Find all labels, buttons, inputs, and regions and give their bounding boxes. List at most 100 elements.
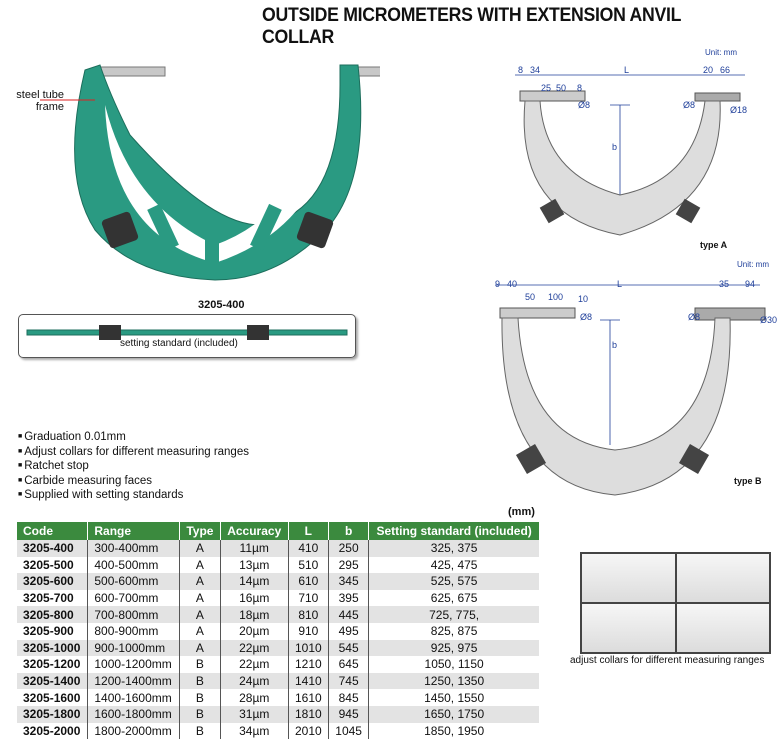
table-cell: 1850, 1950 bbox=[424, 723, 485, 738]
table-cell: 345 bbox=[328, 573, 370, 590]
table-cell: 325, 375 bbox=[368, 540, 539, 557]
table-cell: 14µm bbox=[220, 573, 289, 590]
table-cell: 645 bbox=[328, 656, 370, 673]
dim-label: 66 bbox=[720, 65, 731, 75]
table-cell: 500-600mm bbox=[87, 573, 181, 590]
dim-label: 35 bbox=[719, 279, 730, 289]
table-cell: 11µm bbox=[220, 540, 289, 557]
dim-label: 34 bbox=[530, 65, 541, 75]
table-cell: 3205-400 bbox=[17, 540, 89, 557]
table-cell: 825, 875 bbox=[430, 624, 478, 639]
table-cell: 295 bbox=[328, 556, 370, 574]
dim-label: 40 bbox=[507, 279, 518, 289]
table-cell: 725, 775, bbox=[368, 606, 539, 623]
dim-label: 9 bbox=[495, 279, 501, 289]
type-a-drawing bbox=[515, 74, 745, 236]
table-cell: 845 bbox=[328, 689, 370, 706]
table-cell: 3205-1800 bbox=[17, 705, 89, 723]
type-b-unit: Unit: mm bbox=[737, 260, 769, 269]
table-cell: 1200-1400mm bbox=[87, 672, 181, 690]
dim-label: 8 bbox=[518, 65, 524, 75]
micrometer-photo bbox=[40, 64, 380, 281]
table-cell: B bbox=[179, 722, 221, 740]
table-cell: 1400-1600mm bbox=[87, 689, 181, 706]
table-cell: 1010 bbox=[288, 639, 329, 657]
dim-label: Ø30 bbox=[760, 315, 778, 325]
table-cell: 1650, 1750 bbox=[368, 705, 539, 723]
table-cell: 425, 475 bbox=[430, 557, 478, 572]
table-cell: 925, 975 bbox=[368, 639, 539, 657]
column-header: Range bbox=[87, 522, 181, 540]
column-header: Code bbox=[17, 522, 89, 540]
type-b-drawing bbox=[495, 284, 766, 496]
column-header: Type bbox=[179, 522, 221, 540]
table-cell: 510 bbox=[288, 556, 329, 574]
dim-label: 50 bbox=[525, 292, 536, 302]
table-cell: 525, 575 bbox=[368, 573, 539, 590]
table-cell: 445 bbox=[328, 606, 370, 623]
table-cell: B bbox=[179, 656, 221, 673]
feature-item: Adjust collars for different measuring r… bbox=[18, 445, 249, 460]
feature-item: Carbide measuring faces bbox=[18, 474, 249, 489]
type-a-label: type A bbox=[700, 240, 728, 250]
table-cell: 3205-1600 bbox=[17, 689, 89, 706]
table-cell: 910 bbox=[288, 622, 329, 640]
dim-label: Ø8 bbox=[580, 312, 593, 322]
table-cell: 1450, 1550 bbox=[424, 690, 485, 705]
table-cell: A bbox=[179, 556, 221, 574]
setting-standard-image bbox=[26, 325, 348, 340]
collar-photo bbox=[581, 603, 676, 653]
table-cell: A bbox=[179, 540, 221, 557]
table-cell: 18µm bbox=[220, 606, 289, 623]
table-cell: A bbox=[179, 622, 221, 640]
dim-label: L bbox=[617, 279, 623, 289]
table-cell: 13µm bbox=[220, 556, 289, 574]
table-cell: 710 bbox=[288, 589, 329, 607]
table-cell: 1600-1800mm bbox=[87, 705, 181, 723]
table-cell: B bbox=[179, 672, 221, 690]
table-cell: 600-700mm bbox=[87, 589, 181, 607]
table-cell: 34µm bbox=[220, 722, 289, 740]
dim-label: 25 bbox=[541, 83, 552, 93]
photo-caption: adjust collars for different measuring r… bbox=[570, 655, 765, 666]
table-cell: 250 bbox=[328, 540, 370, 557]
feature-item: Graduation 0.01mm bbox=[18, 430, 249, 445]
table-cell: 3205-700 bbox=[17, 589, 89, 607]
table-cell: 410 bbox=[288, 540, 329, 557]
table-cell: 700-800mm bbox=[87, 606, 181, 623]
table-cell: 610 bbox=[288, 573, 329, 590]
table-cell: B bbox=[179, 705, 221, 723]
feature-item: Supplied with setting standards bbox=[18, 488, 249, 503]
dim-label: 8 bbox=[577, 83, 583, 93]
table-cell: 1810 bbox=[288, 705, 329, 723]
table-cell: 1210 bbox=[288, 656, 329, 673]
table-cell: 3205-900 bbox=[17, 622, 89, 640]
table-cell: 810 bbox=[288, 606, 329, 623]
table-cell: 3205-1200 bbox=[17, 656, 89, 673]
collar-photo bbox=[675, 553, 770, 603]
table-cell: 3205-500 bbox=[17, 556, 89, 574]
table-cell: 545 bbox=[328, 639, 370, 657]
table-cell: 1045 bbox=[328, 722, 370, 740]
dim-label: 20 bbox=[703, 65, 714, 75]
dim-label: Ø8 bbox=[578, 100, 591, 110]
setting-standard-caption: setting standard (included) bbox=[120, 338, 238, 349]
type-b-label: type B bbox=[734, 476, 762, 486]
table-cell: 400-500mm bbox=[87, 556, 181, 574]
frame-label: steel tube frame bbox=[16, 89, 64, 113]
table-cell: 395 bbox=[328, 589, 370, 607]
table-cell: 28µm bbox=[220, 689, 289, 706]
table-cell: A bbox=[179, 606, 221, 623]
dim-label: Ø8 bbox=[688, 312, 701, 322]
dim-label: 50 bbox=[556, 83, 567, 93]
page-title: OUTSIDE MICROMETERS WITH EXTENSION ANVIL… bbox=[262, 5, 681, 48]
column-header: Accuracy bbox=[220, 522, 289, 540]
